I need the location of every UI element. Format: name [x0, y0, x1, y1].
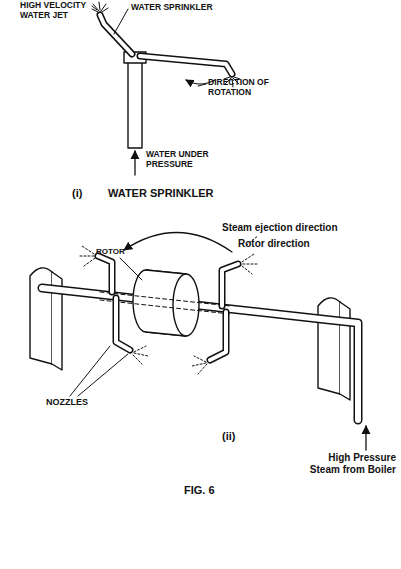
leader-line: [198, 84, 206, 86]
part-label: (ii): [222, 430, 262, 443]
nozzle-pipe: [98, 256, 238, 360]
part-label: WATER UNDER PRESSURE: [146, 150, 226, 170]
flow-arrow: [134, 151, 135, 175]
steam-jet: [80, 246, 257, 374]
rotor-drum: [133, 270, 199, 336]
bearing-support: [30, 268, 52, 364]
vertical-pipe: [128, 62, 142, 148]
part-label: Steam ejection direction: [222, 222, 397, 234]
rotor-direction-arrow: [124, 232, 232, 252]
leader-line: [114, 9, 128, 34]
part-label: High Pressure Steam from Boiler: [300, 452, 396, 475]
part-label: DIRECTION OF ROTATION: [208, 78, 288, 98]
part-label: (i): [72, 187, 102, 200]
leader-line: [92, 6, 97, 10]
water-jet: [92, 2, 240, 87]
leader-line: [120, 258, 142, 280]
sprinkler-arm: [100, 15, 132, 54]
part-label: Rotor direction: [238, 238, 368, 250]
part-label: WATER SPRINKLER: [131, 3, 251, 13]
sprinkler-arm: [140, 56, 232, 74]
leader-line: [70, 346, 128, 396]
steam-inlet-arrow: [365, 426, 366, 450]
part-label: ROTOR: [96, 247, 156, 256]
part-label: HIGH VELOCITY WATER JET: [20, 1, 92, 21]
hollow-shaft: [42, 288, 358, 420]
bearing-support: [318, 298, 340, 394]
part-label: NOZZLES: [46, 397, 126, 407]
part-label: WATER SPRINKLER: [108, 187, 268, 200]
figure-caption: FIG. 6: [184, 484, 264, 497]
bearing-support: [340, 302, 350, 400]
